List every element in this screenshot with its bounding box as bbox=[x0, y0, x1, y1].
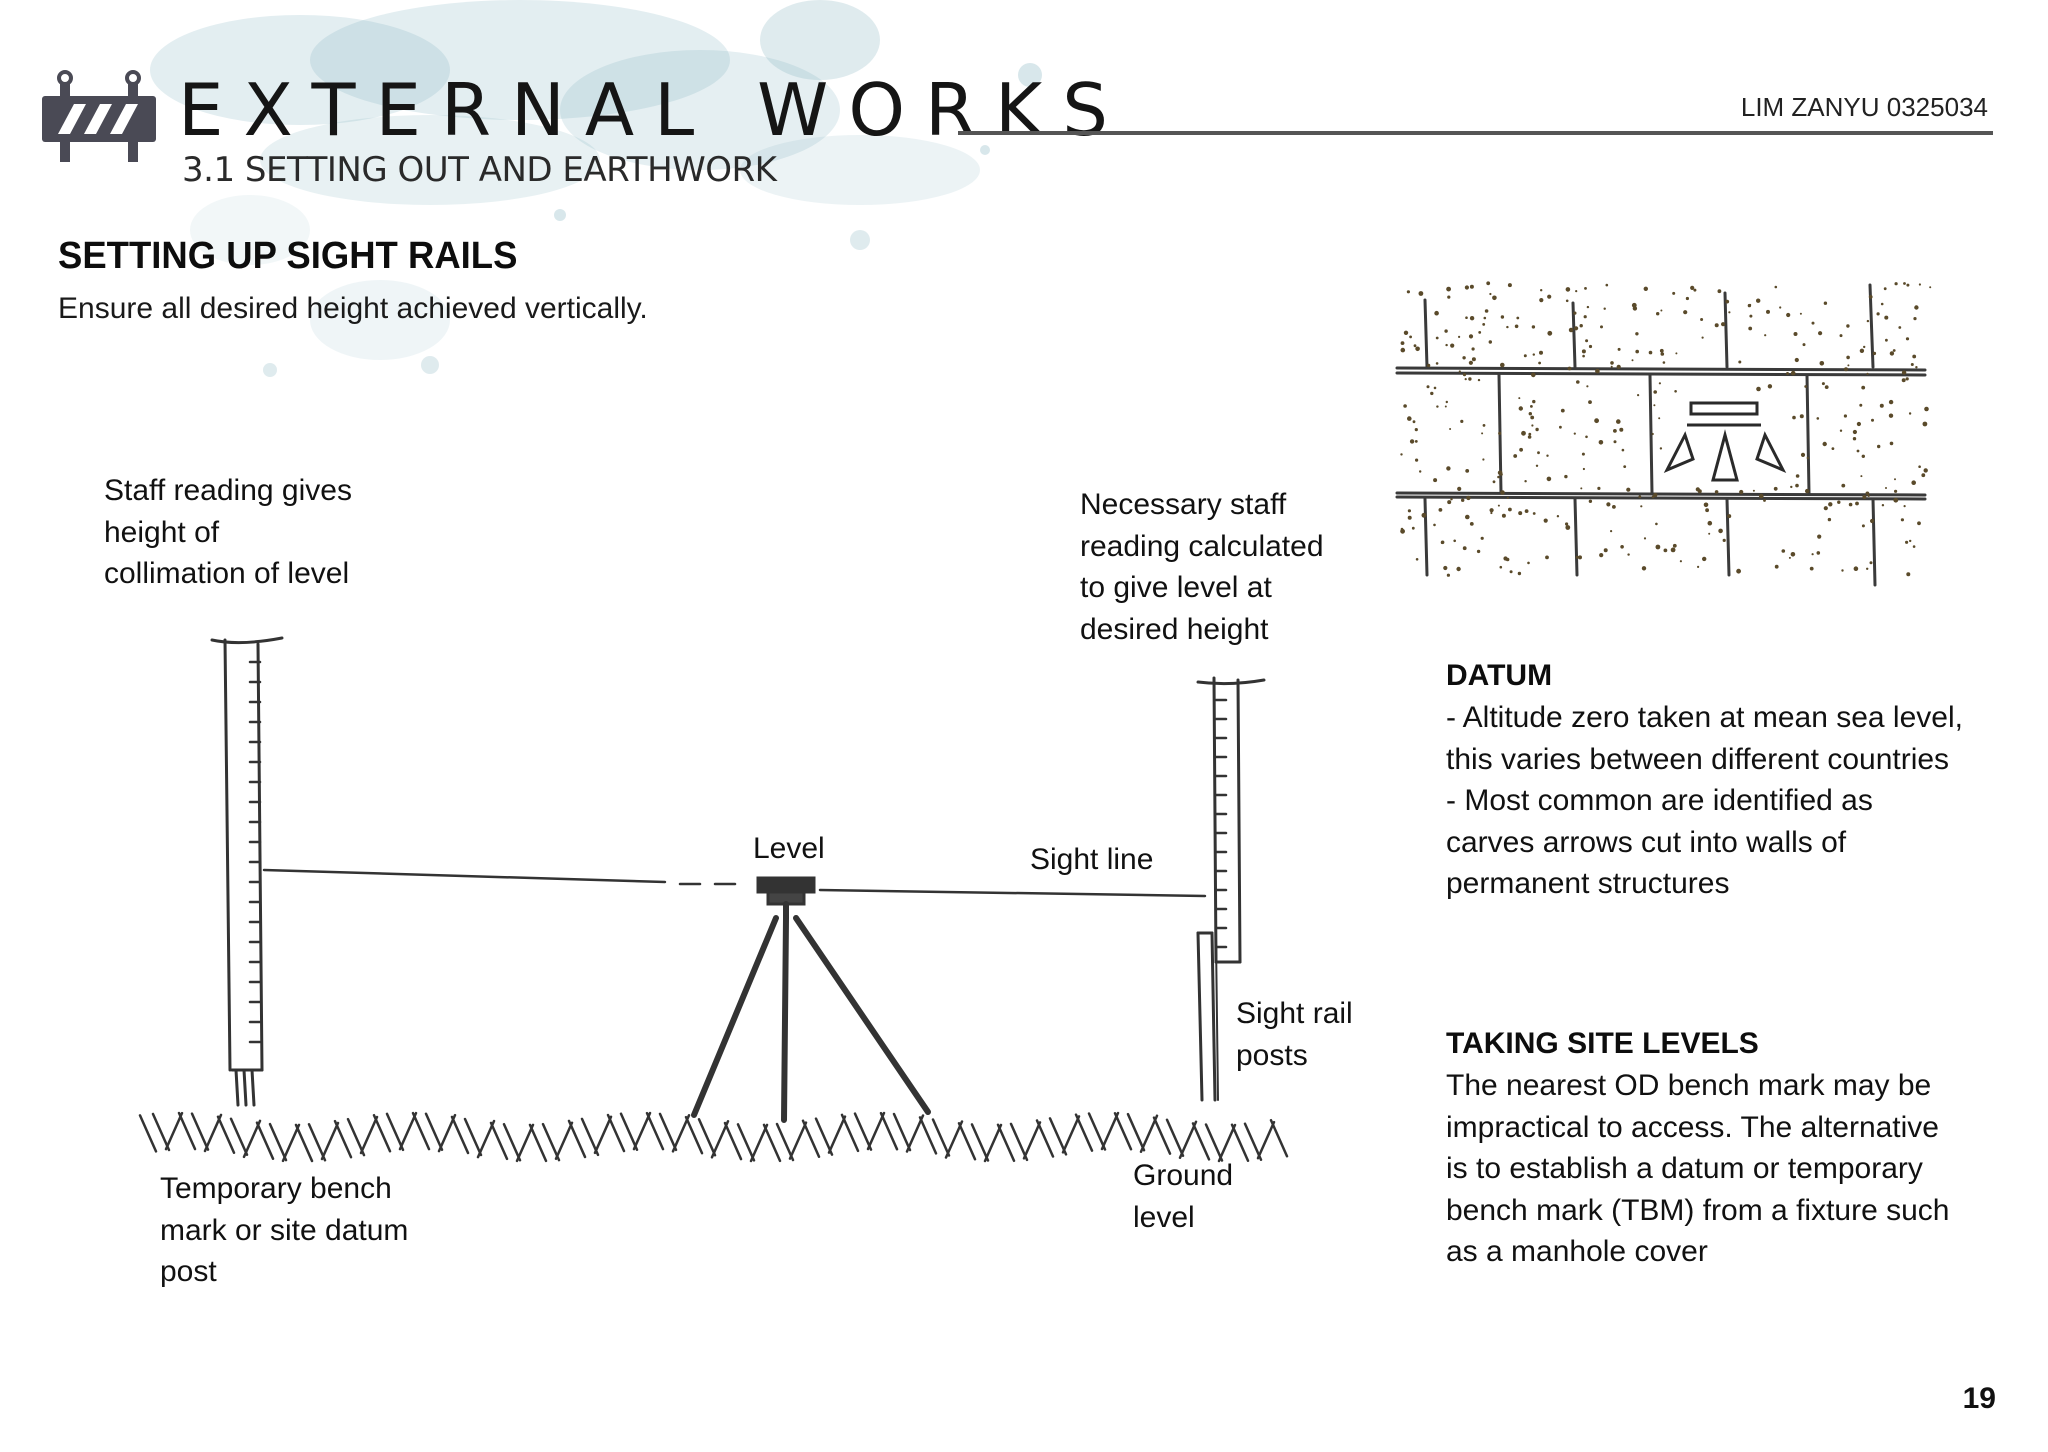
left-staff bbox=[210, 636, 284, 1107]
note-line: impractical to access. The alternative bbox=[1446, 1110, 1939, 1144]
sight-line bbox=[262, 868, 1207, 898]
author-label: LIM ZANYU 0325034 bbox=[1740, 92, 1988, 122]
label-line: mark or site datum bbox=[160, 1213, 409, 1247]
sight-rail-post bbox=[1196, 931, 1219, 1102]
staff-reading-label: Staff reading gives height of collimatio… bbox=[104, 470, 352, 595]
datum-heading: DATUM bbox=[1446, 659, 1553, 692]
sight-rail-posts-label: Sight rail posts bbox=[1236, 993, 1353, 1076]
label-line: to give level at bbox=[1080, 571, 1272, 604]
note-line: bench mark (TBM) from a fixture such bbox=[1446, 1193, 1950, 1227]
note-line: The nearest OD bench mark may be bbox=[1446, 1069, 1932, 1102]
note-line: this varies between different countries bbox=[1446, 742, 1950, 776]
site-levels-heading: TAKING SITE LEVELS bbox=[1446, 1027, 1759, 1060]
section-subheading: Ensure all desired height achieved verti… bbox=[58, 292, 648, 325]
note-line: is to establish a datum or temporary bbox=[1446, 1152, 1923, 1185]
road-barrier-icon bbox=[42, 70, 156, 162]
label-line: height of bbox=[104, 515, 220, 549]
label-line: Sight rail bbox=[1236, 997, 1353, 1030]
label-line: Staff reading gives bbox=[104, 474, 352, 507]
section-heading: SETTING UP SIGHT RAILS bbox=[58, 235, 518, 277]
sight-rail-diagram bbox=[138, 636, 1289, 1163]
note-line: - Most common are identified as bbox=[1446, 784, 1873, 817]
sight-line-label: Sight line bbox=[1030, 843, 1154, 876]
label-line: Ground bbox=[1133, 1159, 1234, 1192]
page-title: EXTERNAL WORKS bbox=[178, 68, 1128, 152]
page-subtitle: 3.1 SETTING OUT AND EARTHWORK bbox=[182, 150, 777, 190]
watercolor-splash bbox=[150, 0, 1042, 377]
label-line: level bbox=[1133, 1200, 1195, 1234]
datum-note: DATUM - Altitude zero taken at mean sea … bbox=[1446, 655, 1963, 905]
datum-benchmark-sketch bbox=[1395, 281, 1932, 587]
site-levels-note: TAKING SITE LEVELS The nearest OD bench … bbox=[1446, 1023, 1949, 1273]
right-staff bbox=[1196, 676, 1266, 964]
temporary-bench-label: Temporary bench mark or site datum post bbox=[160, 1168, 408, 1293]
header-rule bbox=[958, 131, 1993, 135]
note-line: as a manhole cover bbox=[1446, 1235, 1708, 1268]
label-line: Temporary bench bbox=[160, 1172, 392, 1205]
ground-level-label: Ground level bbox=[1133, 1155, 1233, 1238]
header-title-wrap: EXTERNAL WORKS bbox=[178, 70, 1128, 150]
label-line: posts bbox=[1236, 1038, 1308, 1072]
page-number: 19 bbox=[1962, 1382, 1996, 1415]
necessary-staff-label: Necessary staff reading calculated to gi… bbox=[1080, 484, 1324, 650]
label-line: collimation of level bbox=[104, 557, 350, 590]
level-instrument bbox=[691, 876, 931, 1123]
label-line: desired height bbox=[1080, 612, 1269, 646]
arrow-benchmark-icon bbox=[1663, 401, 1787, 482]
label-line: reading calculated bbox=[1080, 529, 1324, 563]
label-line: Necessary staff bbox=[1080, 488, 1287, 521]
note-line: permanent structures bbox=[1446, 867, 1730, 900]
label-line: post bbox=[160, 1255, 217, 1288]
note-line: - Altitude zero taken at mean sea level, bbox=[1446, 701, 1963, 734]
level-label: Level bbox=[753, 832, 825, 865]
ground-line bbox=[138, 1111, 1289, 1163]
note-line: carves arrows cut into walls of bbox=[1446, 825, 1847, 859]
